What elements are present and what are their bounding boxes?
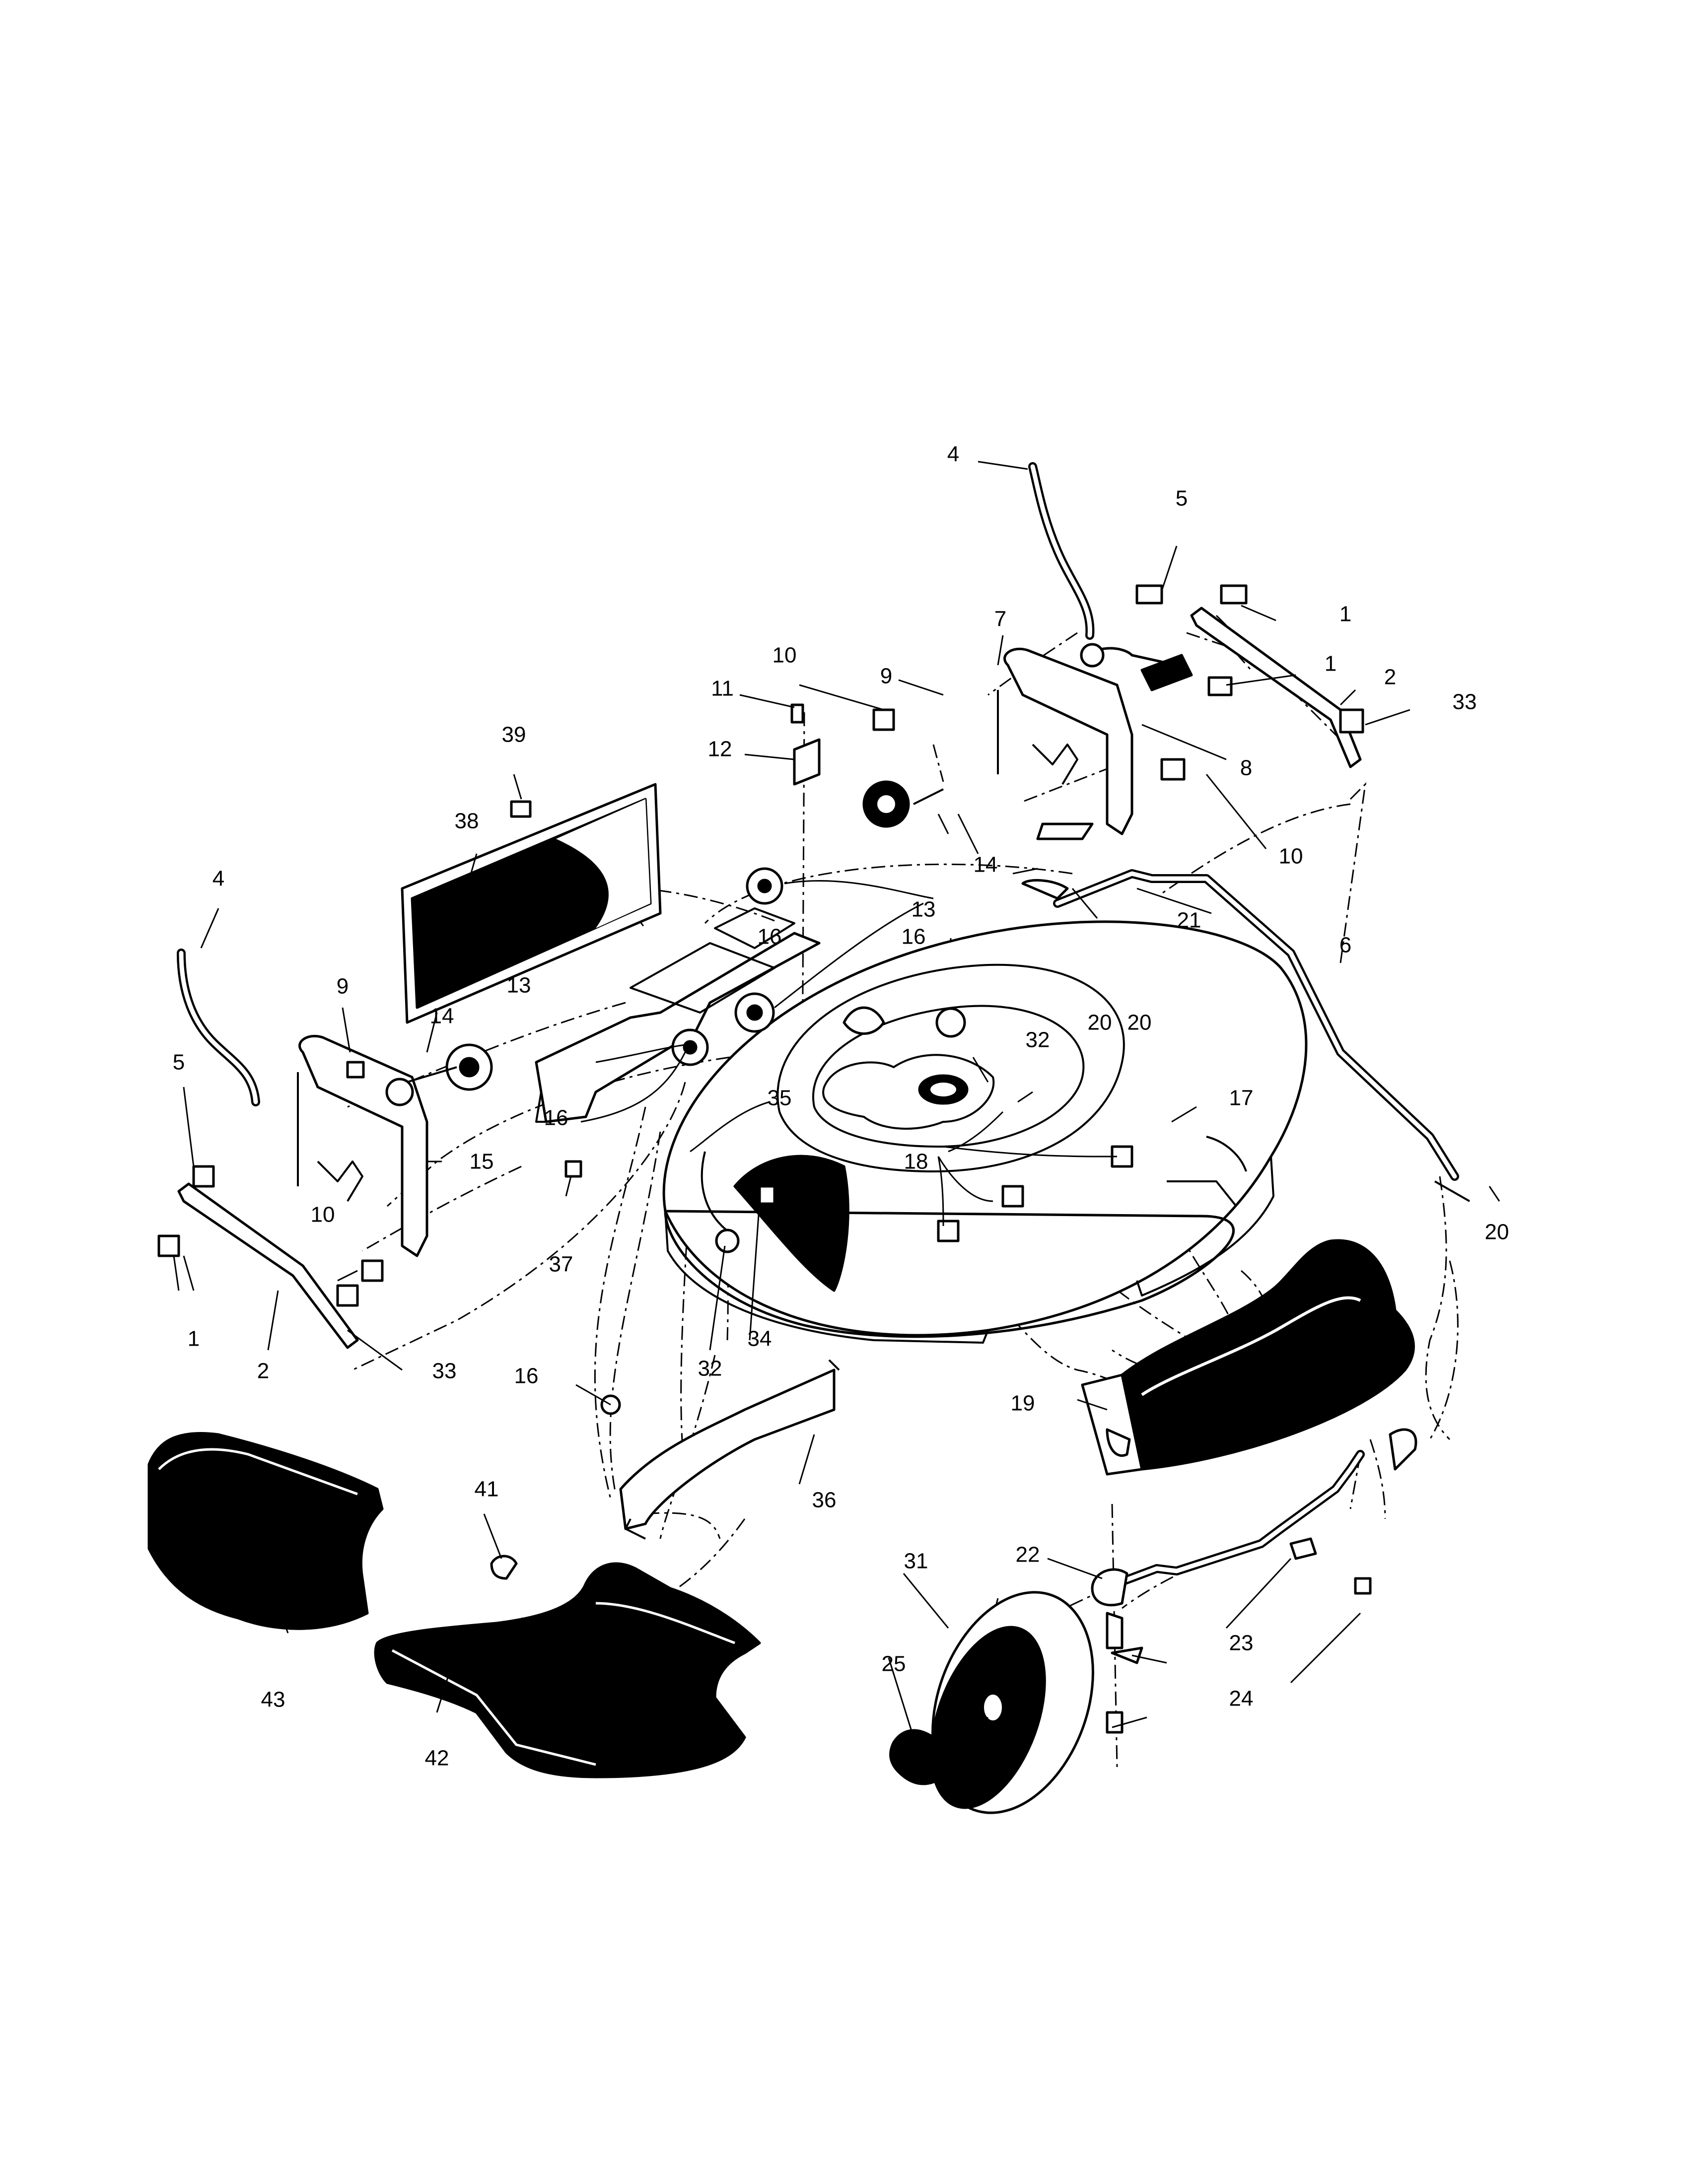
- callout-16: 16: [902, 925, 926, 949]
- callout-16: 16: [758, 925, 782, 949]
- callout-1: 1: [1325, 652, 1336, 676]
- rear-baffle: [619, 1359, 840, 1540]
- rear-axle-rod: [1053, 869, 1459, 1181]
- rear-deck-bracket: [535, 907, 821, 1123]
- front-axle-rod: [1091, 1450, 1365, 1649]
- callout-38: 38: [455, 809, 479, 833]
- callout-10: 10: [1279, 844, 1303, 869]
- callout-32: 32: [698, 1357, 722, 1381]
- callout-43: 43: [261, 1688, 285, 1712]
- wheel-hub-knob: [889, 1729, 949, 1785]
- callout-2: 2: [257, 1359, 269, 1383]
- callout-37: 36: [812, 1488, 837, 1512]
- callout-1: 1: [1339, 602, 1351, 626]
- callout-4: 4: [947, 442, 959, 467]
- left-wheel-arm: [177, 1182, 359, 1349]
- rear-skirt-cover: [1081, 1239, 1415, 1476]
- callout-20: 20: [1485, 1220, 1509, 1244]
- mower-deck: [662, 920, 1308, 1344]
- callout-15: 15: [470, 1150, 494, 1174]
- callout-10: 10: [773, 643, 797, 668]
- callout-24: 24: [1229, 1687, 1254, 1711]
- callout-2: 2: [1384, 665, 1396, 689]
- callout-20: 20: [1088, 1011, 1112, 1035]
- rear-label-plate: [401, 783, 662, 1024]
- callout-22: 22: [1016, 1543, 1040, 1567]
- callout-11: 11: [711, 677, 734, 701]
- callout-18: 18: [904, 1150, 928, 1174]
- callout-33: 33: [1453, 690, 1477, 714]
- callout-13: 13: [912, 897, 936, 922]
- callout-35: 35: [768, 1086, 792, 1110]
- callout-21: 21: [1177, 908, 1201, 933]
- callout-41: 41: [475, 1477, 499, 1502]
- callout-8: 8: [1240, 756, 1252, 780]
- grass-chute-deflector: [374, 1562, 761, 1778]
- callout-31: 31: [904, 1549, 928, 1573]
- callout-17: 17: [1229, 1086, 1254, 1110]
- callout-36: 37: [549, 1252, 573, 1277]
- callout-19: 19: [1011, 1391, 1035, 1416]
- callout-13: 13: [507, 973, 531, 998]
- front-wheel: [930, 1591, 1094, 1814]
- callout-5: 5: [173, 1050, 185, 1075]
- callout-9: 9: [880, 664, 892, 688]
- right-height-adjust-bracket: [997, 647, 1193, 835]
- callout-16: 16: [544, 1106, 568, 1130]
- callout-9: 9: [337, 974, 349, 999]
- callout-labels: 4 5 1 1 2 33 7 8 9 10 11 12 10 13 14 16 …: [173, 442, 1509, 1771]
- callout-33: 33: [432, 1359, 457, 1383]
- callout-7: 7: [994, 607, 1006, 631]
- handle-bracket-left: [177, 949, 260, 1106]
- callout-10: 10: [311, 1203, 335, 1227]
- callout-25: 25: [882, 1652, 906, 1676]
- callout-34: 34: [748, 1327, 772, 1351]
- handle-bracket-right: [1028, 462, 1095, 640]
- discharge-flap: [147, 1432, 384, 1630]
- callout-14: 14: [974, 853, 998, 877]
- callout-42: 42: [425, 1746, 449, 1771]
- callout-4: 4: [212, 867, 224, 891]
- small-hardware: [157, 584, 1470, 1734]
- callout-leader-lines: [173, 461, 1500, 1758]
- callout-39: 39: [502, 723, 526, 747]
- right-wheel-arm: [1190, 607, 1362, 768]
- callout-32: 32: [1026, 1028, 1050, 1052]
- callout-1: 1: [188, 1327, 200, 1351]
- callout-20: 20: [1127, 1011, 1152, 1035]
- callout-10: 10: [802, 1215, 827, 1239]
- callout-5: 5: [1176, 486, 1188, 511]
- callout-6: 6: [1339, 933, 1351, 957]
- callout-16: 16: [514, 1364, 539, 1388]
- callout-23: 23: [1229, 1631, 1254, 1655]
- callout-14: 14: [430, 1004, 454, 1028]
- callout-12: 12: [708, 737, 732, 761]
